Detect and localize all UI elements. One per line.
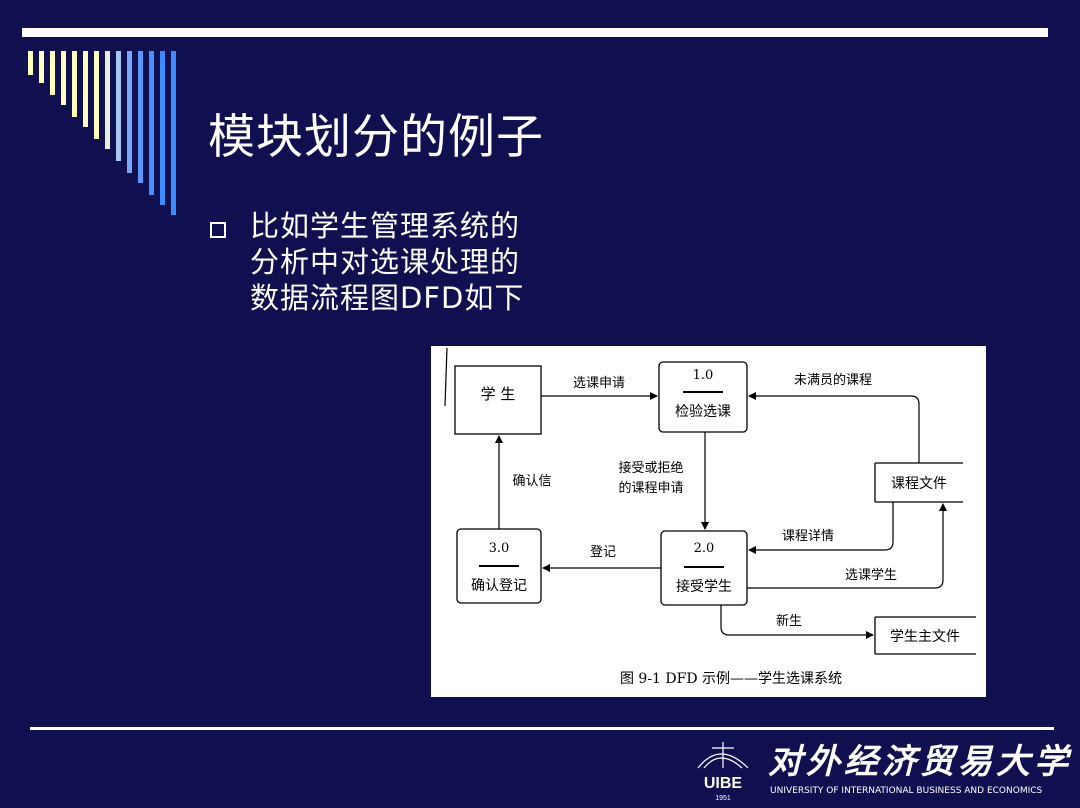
flow-register-label: 登记: [590, 545, 616, 560]
flow-confirm-label: 确认信: [512, 474, 551, 489]
flow-select-student-label: 选课学生: [845, 567, 897, 583]
scan-edge-line: [444, 347, 448, 407]
flow-not-full-arrow: [748, 392, 920, 463]
process-1-name: 检验选课: [675, 404, 731, 420]
process-2-name: 接受学生: [676, 578, 732, 595]
flow-select-student-arrow: [747, 503, 947, 589]
bullet-text: 比如学生管理系统的 分析中对选课处理的 数据流程图DFD如下: [250, 208, 630, 316]
flow-new-student-label: 新生: [776, 613, 802, 629]
process-1-number: 1.0: [693, 368, 714, 383]
student-entity-box: [454, 365, 542, 435]
process-1-box: [658, 361, 748, 433]
student-entity-label: 学 生: [481, 385, 516, 403]
university-logo: UIBE 1951: [690, 738, 1060, 804]
student-master-label: 学生主文件: [890, 629, 960, 645]
process-3-name: 确认登记: [471, 578, 527, 594]
process-3-number: 3.0: [489, 541, 510, 556]
dfd-diagram: 学 生 1.0 检验选课 3.0 确认登记 2.0 接受学生 课程文件 学生主文…: [444, 347, 976, 687]
flow-course-detail-arrow: [748, 502, 894, 554]
university-name-en: UNIVERSITY OF INTERNATIONAL BUSINESS AND…: [770, 786, 1043, 796]
flow-apply-label: 选课申请: [573, 376, 625, 391]
emblem-mark: UIBE: [704, 775, 743, 792]
course-file-label: 课程文件: [891, 476, 947, 492]
flow-accept-reject-label-1: 接受或拒绝: [618, 460, 683, 476]
top-rule: [22, 28, 1048, 37]
process-2-number: 2.0: [694, 541, 715, 556]
flow-not-full-label: 未满员的课程: [794, 372, 872, 388]
figure-caption: 图 9-1 DFD 示例——学生选课系统: [620, 671, 842, 687]
uibe-emblem-icon: UIBE 1951: [697, 742, 749, 802]
flow-accept-reject-label-2: 的课程申请: [618, 480, 683, 496]
flow-course-detail-label: 课程详情: [782, 529, 834, 544]
flow-new-student-arrow: [720, 605, 874, 639]
dfd-figure: 学 生 1.0 检验选课 3.0 确认登记 2.0 接受学生 课程文件 学生主文…: [431, 346, 986, 697]
decorative-stripes: [0, 0, 200, 240]
slide-title: 模块划分的例子: [208, 110, 544, 165]
bullet-square-icon: [210, 222, 226, 238]
bullet-line-2: 分析中对选课处理的: [250, 245, 521, 279]
university-name-cn: 对外经济贸易大学: [768, 742, 1072, 782]
bottom-rule: [30, 727, 1054, 730]
emblem-year: 1951: [715, 795, 731, 802]
bullet-line-1: 比如学生管理系统的: [250, 209, 521, 243]
bullet-line-3: 数据流程图DFD如下: [250, 281, 525, 315]
